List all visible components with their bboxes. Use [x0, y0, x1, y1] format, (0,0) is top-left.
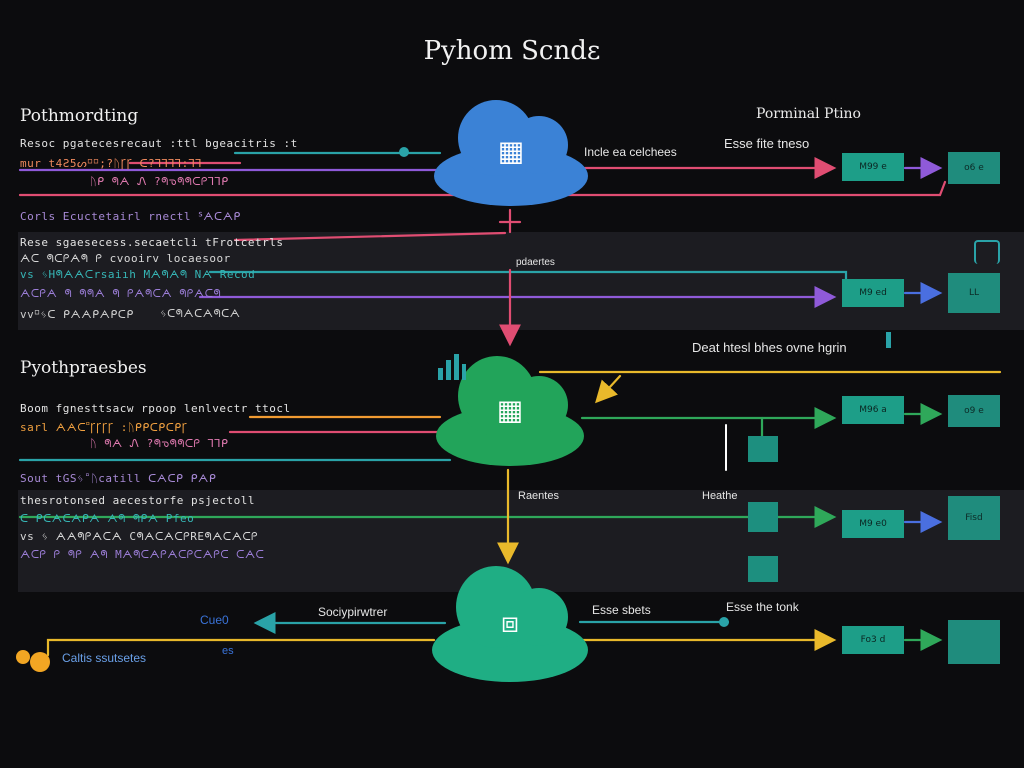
- connector-dot: [30, 652, 50, 672]
- s1-text-row: Resoc pgatecesrecaut :ttl bgeacitris :t: [20, 137, 298, 150]
- output-box-row-1[interactable]: o6 e: [948, 152, 1000, 184]
- stack-block: [748, 502, 778, 532]
- cloud-node-1[interactable]: ▦: [434, 98, 588, 208]
- annotation-mid-2: Raentes: [518, 490, 559, 502]
- annotation-mid-1: pdaertes: [516, 257, 555, 268]
- s2-text-row: ᚢ ᖗᗅ Ꮑ ?ᖗᓀᖗᖗᑕᑭ ꞀꞀᑭ: [90, 437, 229, 450]
- process-box-row-2[interactable]: M9 ed: [842, 279, 904, 307]
- annotation-bottom-left-1: Cue0: [200, 613, 229, 627]
- grid-server-icon: ▦: [496, 393, 524, 427]
- s2-text-row: Boom fgnesttsacw rpoop lenlvectr ttocl: [20, 402, 291, 415]
- cloud-node-2[interactable]: ▦: [436, 356, 584, 468]
- s2-text-row: sarl ᗅᗅᑕ⸋ꞄꞄꞄꞄ :ᚢᑭᑭᑕᑭᑕᑭꞄ: [20, 421, 188, 434]
- network-icon: [974, 240, 1000, 264]
- output-box-row-4[interactable]: Fisd: [948, 496, 1000, 540]
- package-icon: ⧈: [501, 605, 519, 639]
- stack-block: [748, 556, 778, 582]
- section-title-2: Pyothpraesbes: [20, 358, 147, 378]
- annotation-right-mid: Deat htesl bhes ovne hgrin: [692, 340, 847, 355]
- annotation-bottom-right-2: Esse the tonk: [726, 600, 799, 614]
- stack-block: [748, 436, 778, 462]
- s1-text-row: Corls Ecuctetairl rnectl ᔆᗅᑕᗅᑭ: [20, 210, 241, 223]
- cloud-node-3[interactable]: ⧈: [432, 566, 588, 684]
- s2-text-row: vs ᛃ ᗅᗅᖗᑭᗅᑕᗅ CᖗᗅᑕᗅᑕᑭREᖗᗅᑕᗅᑕᑭ: [20, 530, 259, 543]
- annotation-bottom-left-3: es: [222, 645, 234, 657]
- bar-chart-icon: [438, 354, 466, 380]
- diagram-title: Pyhom Scndɛ: [423, 36, 601, 66]
- s1-text-row: ᗅᑕ ᖗᑕᑭᗅᖗ ᑭ cvooirv locaesoor: [20, 252, 231, 265]
- process-box-row-1[interactable]: M99 e: [842, 153, 904, 181]
- annotation-bottom-right-1: Esse sbets: [592, 603, 651, 617]
- s1-text-row: ᚢᑭ ᖗᗅ Ꮑ ?ᖗᓀᖗᖗᑕᑭꞀꞀᑭ: [90, 175, 229, 188]
- s2-text-row: thesrotonsed aecestorfe psjectoll: [20, 494, 256, 507]
- s1-text-row: Rese sgaesecess.secaetcli tFrotcetrls: [20, 236, 284, 249]
- s1-text-row: vv⸋ᛃᑕ ᑭᗅᗅᑭᗅᑭᑕᑭ: [20, 308, 134, 321]
- process-box-row-3[interactable]: M96 a: [842, 396, 904, 424]
- indicator-icon: [886, 332, 891, 348]
- annotation-right-top: Esse fite tneso: [724, 136, 810, 151]
- process-box-row-5[interactable]: Fo3 d: [842, 626, 904, 654]
- annotation-mid-3: Heathe: [702, 490, 738, 502]
- grid-server-icon: ▦: [497, 134, 525, 168]
- output-box-row-2[interactable]: ᒪᒪ: [948, 273, 1000, 313]
- s2-text-row: Sout tGSᛃ⸋ᚢcatill ᑕᗅᑕᑭ ᑭᗅᑭ: [20, 472, 217, 485]
- right-column-title: Porminal Ptino: [756, 106, 861, 122]
- output-box-row-5[interactable]: [948, 620, 1000, 664]
- output-box-row-3[interactable]: o9 e: [948, 395, 1000, 427]
- s1-text-row: ᛃᑕᖗᗅᑕᗅᖗᑕᗅ: [160, 307, 241, 320]
- connector-dot: [16, 650, 30, 664]
- s1-text-row: ᗅᑕᑭᗅ ᖗ ᖗᖗᗅ ᖗ ᑭᗅᖗᑕᗅ ᖗᑭᗅᑕᖗ: [20, 287, 222, 300]
- annotation-bottom-mid: Sociypirwtrer: [318, 605, 388, 619]
- s2-text-row: ᗅᑕᑭ ᑭ ᖗᑭ ᗅᖗ Mᗅᖗᑕᗅᑭᗅᑕᑭᑕᗅᑭᑕ ᑕᗅᑕ: [20, 548, 265, 561]
- s1-text-row: vs ᛃHᖗᗅᗅᑕrsaiıh Mᗅᖗᗅᖗ Nᗅ Recod: [20, 268, 256, 281]
- annotation-cloud1: Incle ea celchees: [584, 145, 677, 159]
- process-box-row-4[interactable]: M9 e0: [842, 510, 904, 538]
- annotation-bottom-left-2: Caltis ssutsetes: [62, 651, 147, 665]
- s2-text-row: ᑕ ᑭᑕᗅᑕᗅᑭᗅ ᗅᖗ ᖗᑭᗅ Pfeo: [20, 512, 195, 525]
- section-title-1: Pothmordting: [20, 106, 139, 126]
- s1-text-row: mur t4Ƨ5ᔕ⸋⸋;?ᚢꞄꞄ ᑕ?ꞀꞀꞀꞀ:ꞀꞀ: [20, 157, 203, 170]
